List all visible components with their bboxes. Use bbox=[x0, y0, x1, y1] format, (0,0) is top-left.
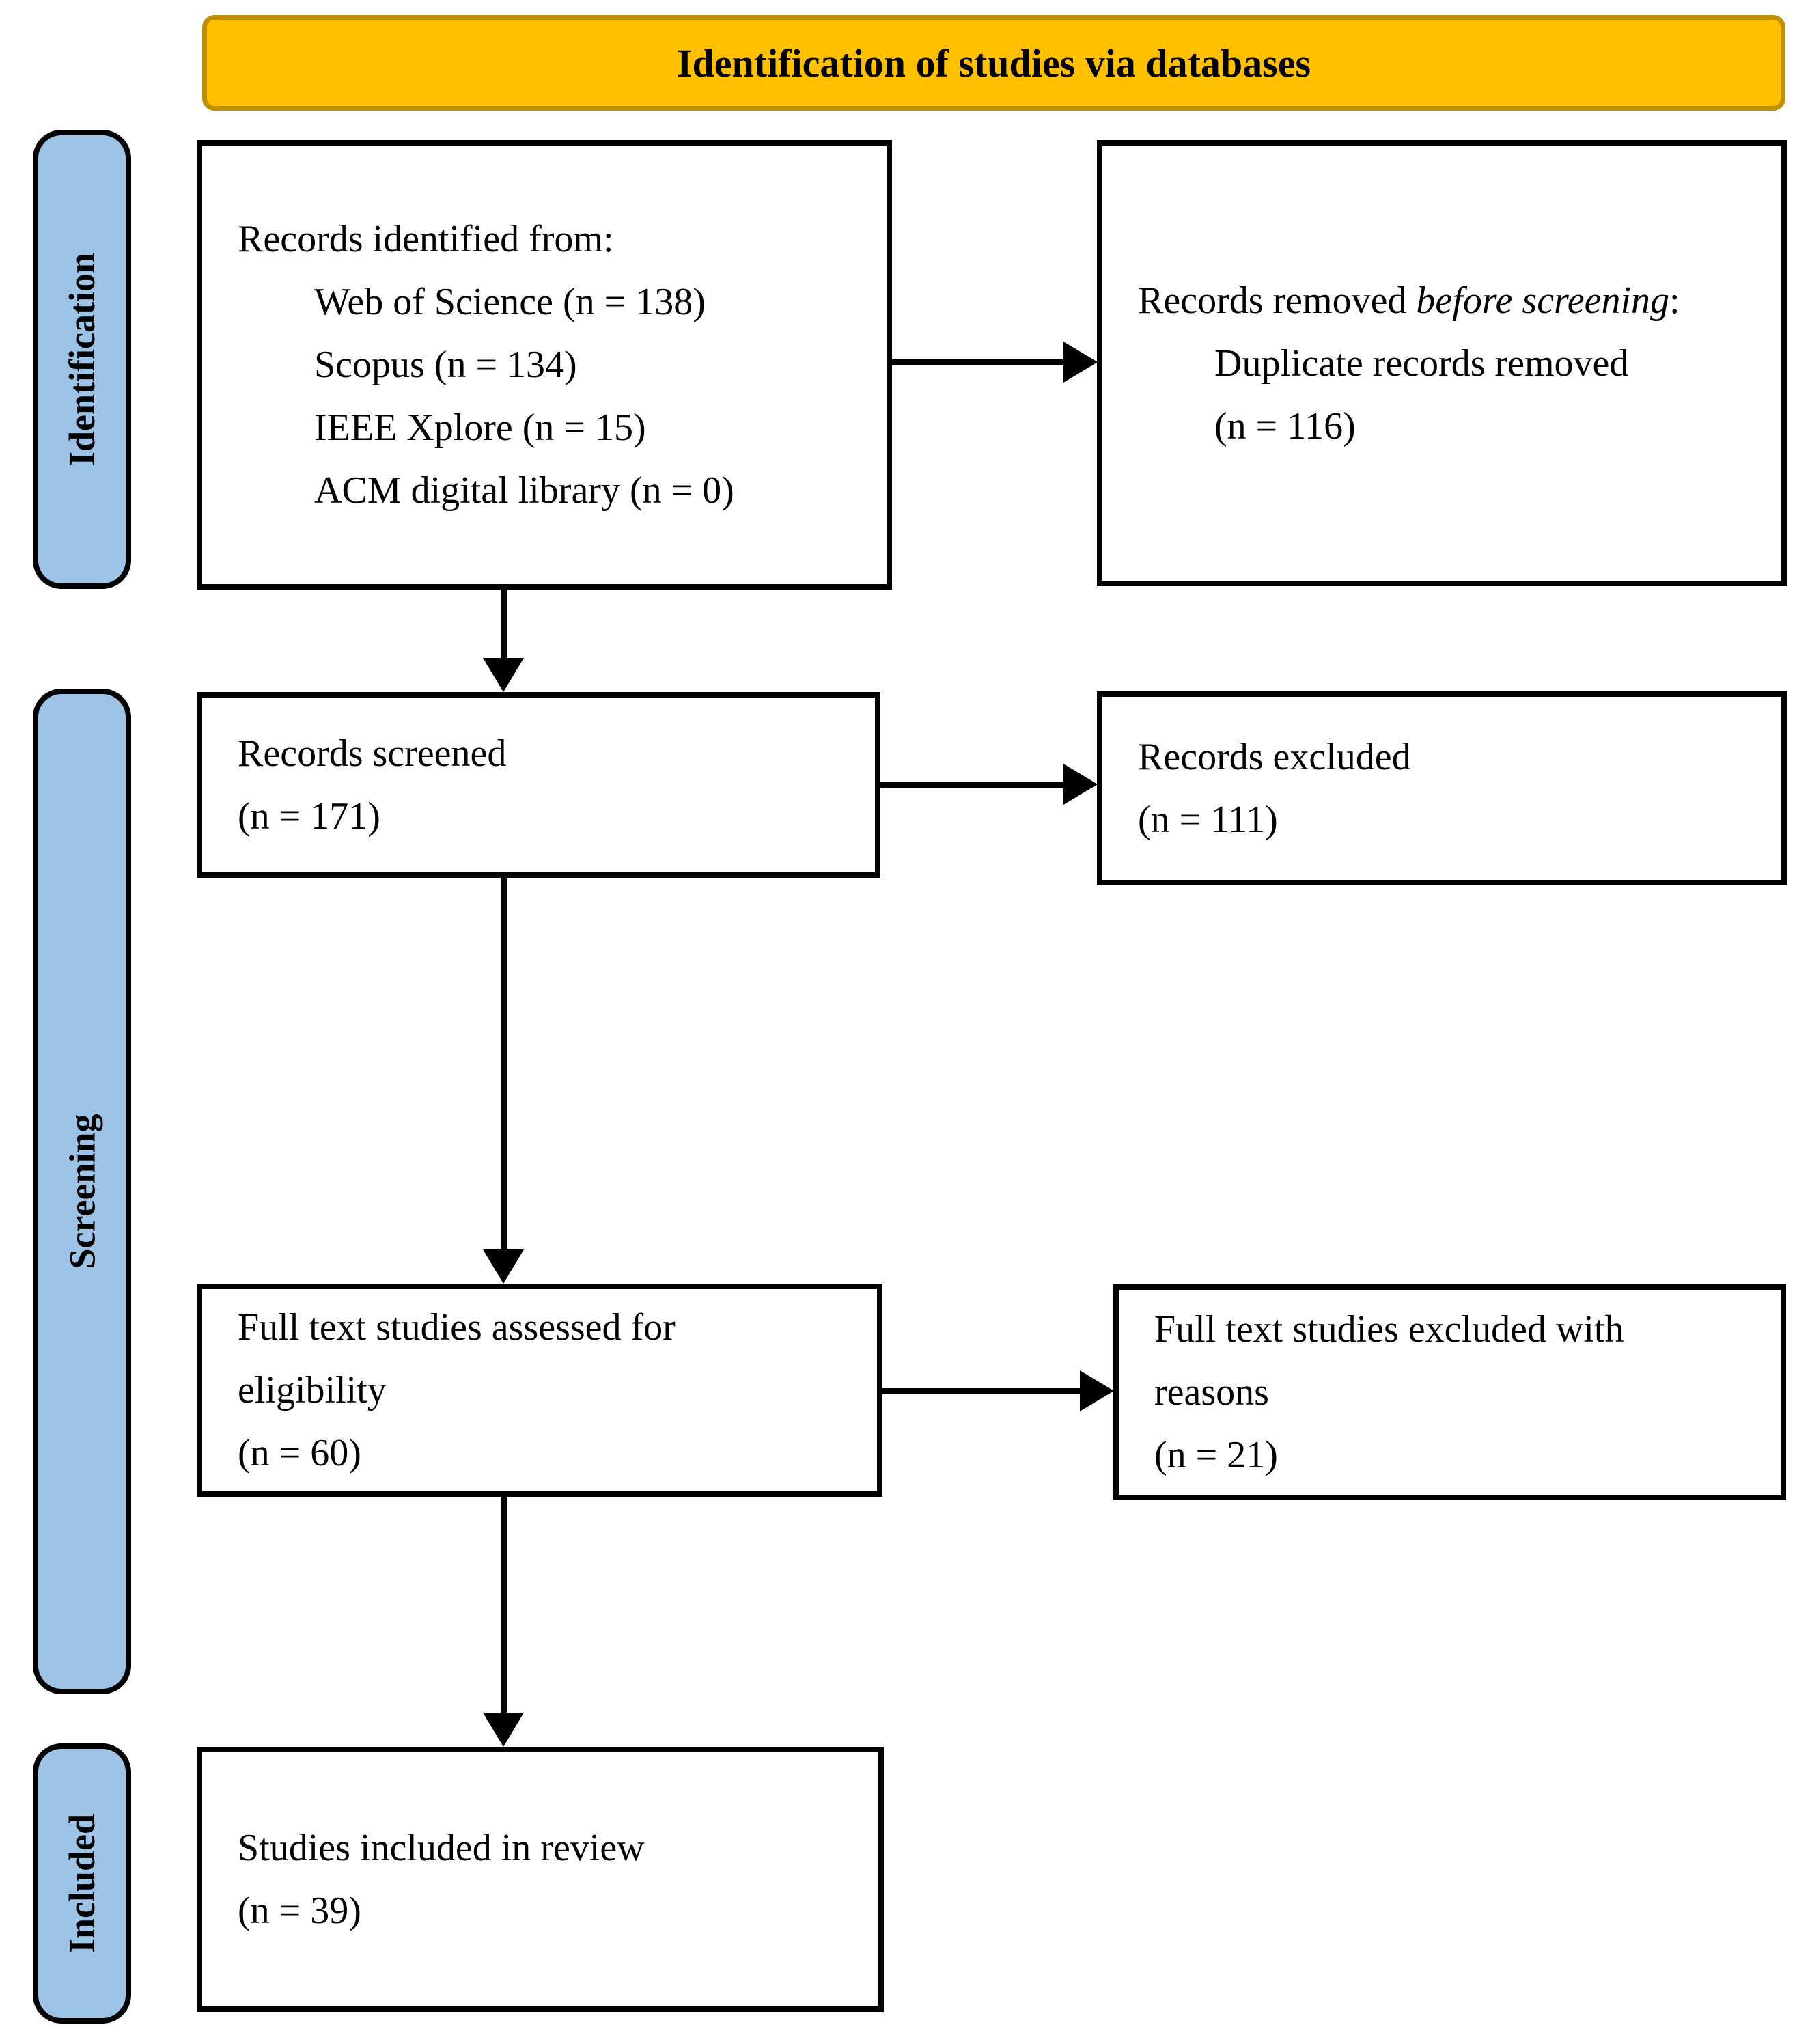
box-fulltext-excluded-line: reasons bbox=[1154, 1371, 1269, 1413]
arrow-assessed-to-excluded-head bbox=[1080, 1370, 1114, 1411]
box-records-removed-title-italic: before screening bbox=[1416, 279, 1670, 322]
arrow-assessed-to-excluded-line bbox=[882, 1388, 1082, 1394]
stage-label-included-text: Included bbox=[61, 1813, 102, 1954]
arrow-assessed-to-included-line bbox=[501, 1497, 507, 1714]
box-records-identified-title: Records identified from: bbox=[238, 218, 614, 260]
box-records-identified-item: Web of Science (n = 138) bbox=[314, 281, 706, 323]
box-records-excluded-line: (n = 111) bbox=[1138, 799, 1278, 841]
box-records-removed-title: Records removed before screening: bbox=[1138, 269, 1761, 332]
box-records-identified: Records identified from: Web of Science … bbox=[197, 140, 892, 590]
banner-title: Identification of studies via databases bbox=[676, 40, 1311, 85]
box-records-excluded: Records excluded (n = 111) bbox=[1097, 691, 1787, 885]
box-fulltext-excluded-line: Full text studies excluded with bbox=[1154, 1308, 1624, 1351]
banner: Identification of studies via databases bbox=[202, 15, 1785, 111]
box-records-removed: Records removed before screening: Duplic… bbox=[1097, 140, 1787, 586]
box-records-removed-item: (n = 116) bbox=[1214, 404, 1356, 447]
stage-label-identification: Identification bbox=[33, 130, 131, 589]
stage-label-screening-text: Screening bbox=[61, 1114, 102, 1269]
box-records-identified-item: Scopus (n = 134) bbox=[314, 344, 577, 386]
box-studies-included-line: Studies included in review bbox=[238, 1827, 645, 1869]
box-records-removed-item: Duplicate records removed bbox=[1214, 342, 1629, 385]
box-studies-included-line: (n = 39) bbox=[238, 1890, 361, 1932]
box-records-screened-line: (n = 171) bbox=[238, 795, 380, 838]
box-fulltext-excluded-line: (n = 21) bbox=[1154, 1434, 1278, 1476]
box-records-removed-title-prefix: Records removed bbox=[1138, 279, 1417, 322]
box-fulltext-excluded: Full text studies excluded with reasons … bbox=[1113, 1284, 1786, 1500]
arrow-identified-to-screened-head bbox=[483, 658, 524, 692]
box-studies-included: Studies included in review (n = 39) bbox=[197, 1747, 884, 2012]
arrow-identified-to-screened-line bbox=[501, 590, 507, 659]
box-records-identified-item: IEEE Xplore (n = 15) bbox=[314, 406, 646, 449]
arrow-assessed-to-included-head bbox=[483, 1713, 524, 1747]
arrow-screened-to-excluded-head bbox=[1063, 764, 1098, 805]
arrow-screened-to-assessed-line bbox=[501, 878, 507, 1251]
box-fulltext-assessed-line: (n = 60) bbox=[238, 1432, 361, 1474]
arrow-screened-to-assessed-head bbox=[483, 1249, 524, 1284]
box-records-removed-title-suffix: : bbox=[1669, 279, 1680, 322]
box-fulltext-assessed-line: Full text studies assessed for bbox=[238, 1306, 676, 1349]
box-records-identified-item: ACM digital library (n = 0) bbox=[314, 469, 734, 512]
box-fulltext-assessed-line: eligibility bbox=[238, 1369, 387, 1411]
arrow-identified-to-removed-head bbox=[1063, 342, 1098, 383]
stage-label-identification-text: Identification bbox=[61, 252, 103, 467]
stage-label-screening: Screening bbox=[33, 689, 131, 1694]
box-records-screened-line: Records screened bbox=[238, 732, 507, 775]
arrow-screened-to-excluded-line bbox=[880, 782, 1066, 788]
box-records-screened: Records screened (n = 171) bbox=[197, 692, 880, 878]
arrow-identified-to-removed-line bbox=[892, 359, 1066, 365]
box-records-excluded-line: Records excluded bbox=[1138, 736, 1411, 778]
stage-label-included: Included bbox=[33, 1743, 131, 2024]
box-fulltext-assessed: Full text studies assessed for eligibili… bbox=[197, 1284, 882, 1497]
